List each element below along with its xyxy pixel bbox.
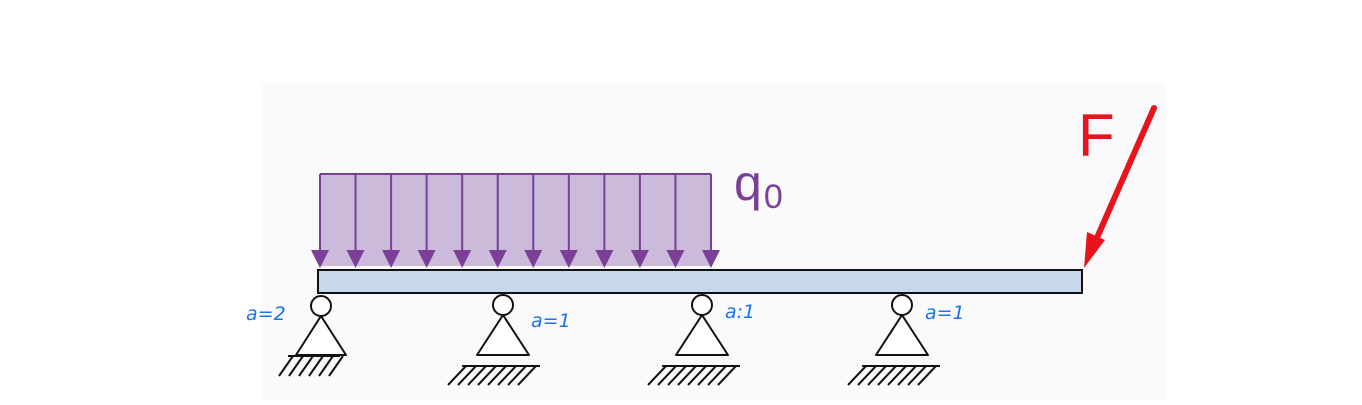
support-annotation: a:1 bbox=[725, 301, 755, 323]
support-annotation: a=1 bbox=[531, 310, 571, 332]
support-3: a:1 bbox=[647, 294, 755, 386]
force-label: F bbox=[1078, 102, 1115, 169]
load-arrow-head bbox=[630, 250, 649, 268]
hatching bbox=[647, 365, 737, 386]
load-arrow-head bbox=[488, 250, 507, 268]
distributed-load-label: q0 bbox=[734, 155, 783, 216]
hatching bbox=[447, 365, 537, 386]
force-arrow bbox=[1084, 105, 1157, 268]
support-4: a=1 bbox=[847, 294, 965, 386]
load-arrows bbox=[311, 174, 720, 268]
support-1: a=2 bbox=[246, 295, 347, 377]
load-arrow-head bbox=[702, 250, 720, 268]
hatching bbox=[847, 365, 937, 386]
load-arrow-head bbox=[666, 250, 685, 268]
load-arrow-head bbox=[524, 250, 543, 268]
support-2: a=1 bbox=[447, 294, 571, 386]
supports: a=2 a=1 a:1 bbox=[246, 294, 965, 386]
beam bbox=[317, 269, 1083, 294]
support-annotation: a=2 bbox=[246, 303, 286, 325]
load-arrow-head bbox=[453, 250, 472, 268]
hatching bbox=[278, 355, 344, 377]
load-arrow-head bbox=[417, 250, 436, 268]
load-arrow-head bbox=[346, 250, 365, 268]
load-arrow-head bbox=[559, 250, 578, 268]
distributed-load bbox=[311, 173, 720, 268]
support-annotation: a=1 bbox=[925, 302, 965, 324]
load-arrow-head bbox=[595, 250, 614, 268]
load-arrow-head bbox=[311, 250, 329, 268]
load-arrow-head bbox=[382, 250, 401, 268]
distributed-load-area bbox=[320, 174, 711, 266]
